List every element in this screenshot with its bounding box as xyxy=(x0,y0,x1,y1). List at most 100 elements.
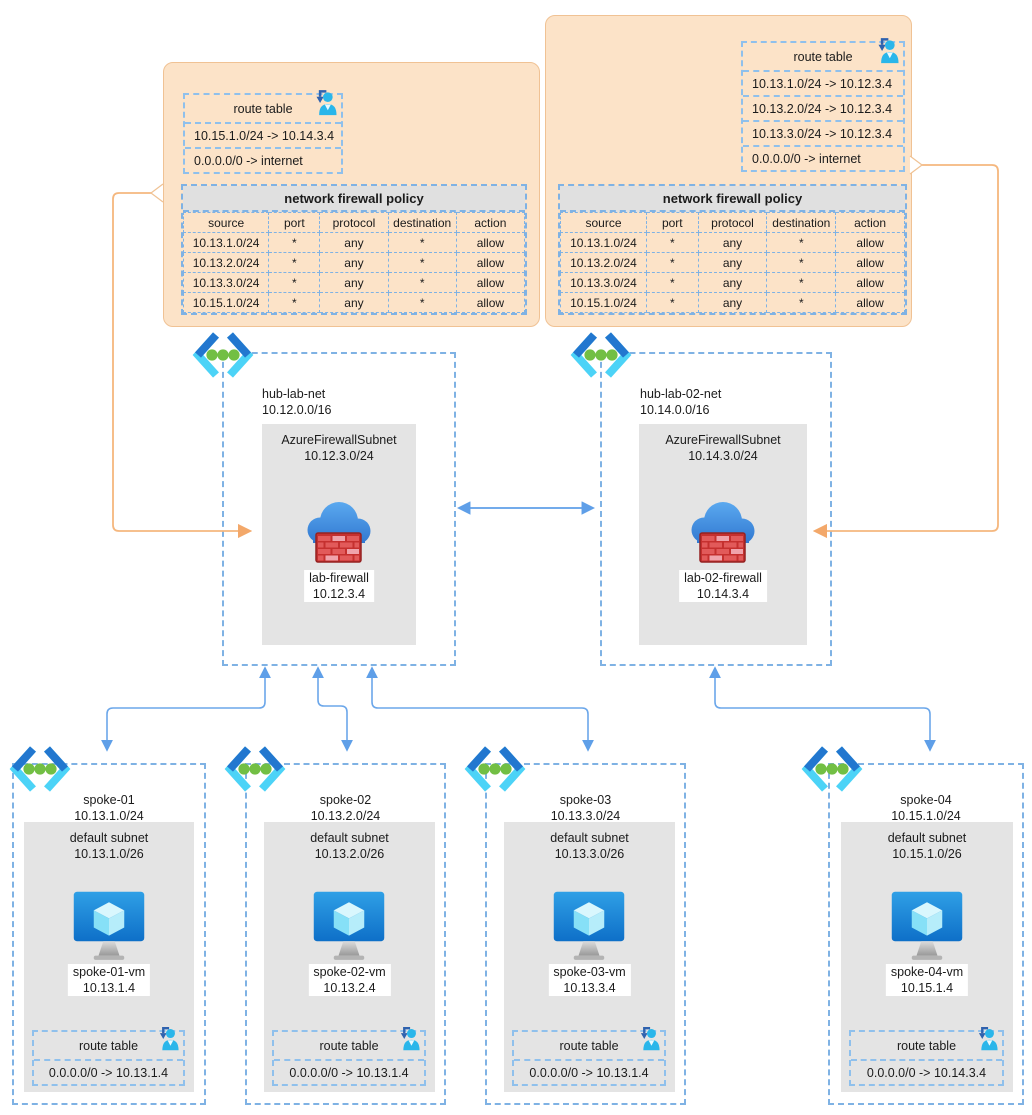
vnet-box-spoke-04: spoke-04 10.15.1.0/24 default subnet 10.… xyxy=(828,763,1024,1105)
subnet-cidr: 10.13.3.0/26 xyxy=(554,847,625,861)
callout-hub-lab-net: route table 10.15.1.0/24 -> 10.14.3.4 0.… xyxy=(163,62,540,327)
route-table-user-icon xyxy=(158,1026,180,1052)
firewall-name: lab-02-firewall xyxy=(684,571,762,585)
route-table-user-icon xyxy=(639,1026,661,1052)
policy-col-header: protocol xyxy=(697,212,768,233)
policy-cell: * xyxy=(646,272,699,293)
vm-label: spoke-03-vm 10.13.3.4 xyxy=(548,964,631,996)
policy-cell: * xyxy=(387,292,457,313)
policy-cell: * xyxy=(766,232,837,253)
subnet-cidr: 10.15.1.0/26 xyxy=(892,847,962,861)
route-table-title-text: route table xyxy=(559,1039,619,1053)
policy-cell: allow xyxy=(835,232,905,253)
policy-col-header: action xyxy=(835,212,905,233)
vm-name: spoke-02-vm xyxy=(313,965,386,979)
vm-ip: 10.15.1.4 xyxy=(900,981,954,995)
policy-cell: any xyxy=(319,272,389,293)
route-entry: 0.0.0.0/0 -> 10.13.1.4 xyxy=(514,1059,664,1084)
vm-ip: 10.13.1.4 xyxy=(82,981,136,995)
policy-cell: allow xyxy=(835,252,905,273)
spoke-name: spoke-01 xyxy=(83,793,135,807)
vnet-box-hub-lab-02-net: hub-lab-02-net 10.14.0.0/16 AzureFirewal… xyxy=(600,352,832,666)
firewall-policy-grid: source port protocol destination action … xyxy=(560,212,905,313)
policy-cell: * xyxy=(646,252,699,273)
route-table: route table 0.0.0.0/0 -> 10.13.1.4 xyxy=(272,1026,426,1086)
policy-cell: 10.13.2.0/24 xyxy=(182,252,270,273)
firewall-policy-title: network firewall policy xyxy=(183,186,525,212)
policy-cell: * xyxy=(268,272,321,293)
policy-cell: * xyxy=(387,252,457,273)
arrow-hub-to-spoke-03 xyxy=(366,666,594,752)
default-subnet-box: default subnet 10.13.2.0/26 spoke-02-vm … xyxy=(264,822,435,1092)
policy-cell: any xyxy=(697,272,768,293)
subnet-name: AzureFirewallSubnet xyxy=(281,433,397,447)
spoke-cidr: 10.13.1.0/24 xyxy=(74,809,144,823)
policy-row: 10.15.1.0/24 * any * allow xyxy=(560,292,905,313)
policy-col-header: destination xyxy=(766,212,837,233)
route-entry: 10.13.1.0/24 -> 10.12.3.4 xyxy=(743,70,903,95)
policy-col-header: port xyxy=(268,212,321,233)
vnet-box-spoke-01: spoke-01 10.13.1.0/24 default subnet 10.… xyxy=(12,763,206,1105)
route-table-user-icon xyxy=(399,1026,421,1052)
default-subnet-box: default subnet 10.15.1.0/26 spoke-04-vm … xyxy=(841,822,1013,1092)
callout-tail-left xyxy=(150,183,164,203)
subnet-name: default subnet xyxy=(69,831,149,845)
policy-cell: any xyxy=(697,252,768,273)
subnet-title: AzureFirewallSubnet 10.14.3.0/24 xyxy=(639,424,807,464)
spoke-name: spoke-02 xyxy=(319,793,372,807)
subnet-title: default subnet 10.15.1.0/26 xyxy=(841,822,1013,862)
vm-name: spoke-01-vm xyxy=(72,965,146,979)
policy-cell: 10.15.1.0/24 xyxy=(182,292,270,313)
route-table-user-icon xyxy=(877,38,900,65)
policy-cell: allow xyxy=(835,292,905,313)
spoke-title: spoke-03 10.13.3.0/24 xyxy=(487,792,684,824)
route-entry: 0.0.0.0/0 -> 10.13.1.4 xyxy=(274,1059,424,1084)
subnet-cidr: 10.13.2.0/26 xyxy=(314,847,385,861)
policy-cell: any xyxy=(697,232,768,253)
virtual-network-icon xyxy=(462,742,528,796)
route-table: route table 0.0.0.0/0 -> 10.14.3.4 xyxy=(849,1026,1004,1086)
policy-col-header: destination xyxy=(387,212,457,233)
subnet-name: default subnet xyxy=(310,831,389,845)
hub-title: hub-lab-net 10.12.0.0/16 xyxy=(262,386,332,418)
route-table-title: route table xyxy=(274,1026,424,1059)
policy-cell: allow xyxy=(455,292,526,313)
policy-cell: 10.13.1.0/24 xyxy=(560,232,647,253)
policy-col-header: source xyxy=(560,212,647,233)
policy-cell: 10.13.3.0/24 xyxy=(560,272,647,293)
policy-cell: any xyxy=(697,292,768,313)
subnet-cidr: 10.13.1.0/26 xyxy=(74,847,144,861)
firewall-subnet-box: AzureFirewallSubnet 10.12.3.0/24 lab-fir… xyxy=(262,424,416,645)
subnet-title: default subnet 10.13.2.0/26 xyxy=(264,822,435,862)
firewall-label: lab-02-firewall 10.14.3.4 xyxy=(679,570,767,602)
firewall-ip: 10.14.3.4 xyxy=(696,587,750,601)
route-table-user-icon xyxy=(315,90,338,117)
firewall-policy-table: network firewall policy source port prot… xyxy=(558,184,907,315)
vnet-box-spoke-02: spoke-02 10.13.2.0/24 default subnet 10.… xyxy=(245,763,446,1105)
policy-row: 10.13.1.0/24 * any * allow xyxy=(560,232,905,253)
vm-ip: 10.13.3.4 xyxy=(563,981,616,995)
default-subnet-box: default subnet 10.13.3.0/26 spoke-03-vm … xyxy=(504,822,675,1092)
spoke-title: spoke-02 10.13.2.0/24 xyxy=(247,792,444,824)
azure-firewall-icon xyxy=(690,501,756,563)
policy-cell: * xyxy=(387,272,457,293)
virtual-network-icon xyxy=(222,742,288,796)
virtual-machine-icon xyxy=(553,891,625,960)
vm-label: spoke-01-vm 10.13.1.4 xyxy=(67,964,151,996)
vm-ip: 10.13.2.4 xyxy=(323,981,376,995)
vm-name: spoke-04-vm xyxy=(890,965,964,979)
firewall-subnet-box: AzureFirewallSubnet 10.14.3.0/24 lab-02-… xyxy=(639,424,807,645)
subnet-title: default subnet 10.13.3.0/26 xyxy=(504,822,675,862)
virtual-network-icon xyxy=(190,328,256,382)
route-table: route table 10.15.1.0/24 -> 10.14.3.4 0.… xyxy=(183,90,343,174)
route-table-title-text: route table xyxy=(896,1039,957,1053)
route-table-user-icon xyxy=(977,1026,999,1052)
subnet-cidr: 10.14.3.0/24 xyxy=(688,449,758,463)
route-table: route table 0.0.0.0/0 -> 10.13.1.4 xyxy=(32,1026,185,1086)
spoke-title: spoke-04 10.15.1.0/24 xyxy=(830,792,1022,824)
hub-name: hub-lab-net xyxy=(262,387,326,401)
arrow-hub-to-spoke-01 xyxy=(101,666,271,752)
policy-row: 10.13.1.0/24 * any * allow xyxy=(182,232,526,253)
virtual-machine-icon xyxy=(313,891,385,960)
vnet-box-spoke-03: spoke-03 10.13.3.0/24 default subnet 10.… xyxy=(485,763,686,1105)
